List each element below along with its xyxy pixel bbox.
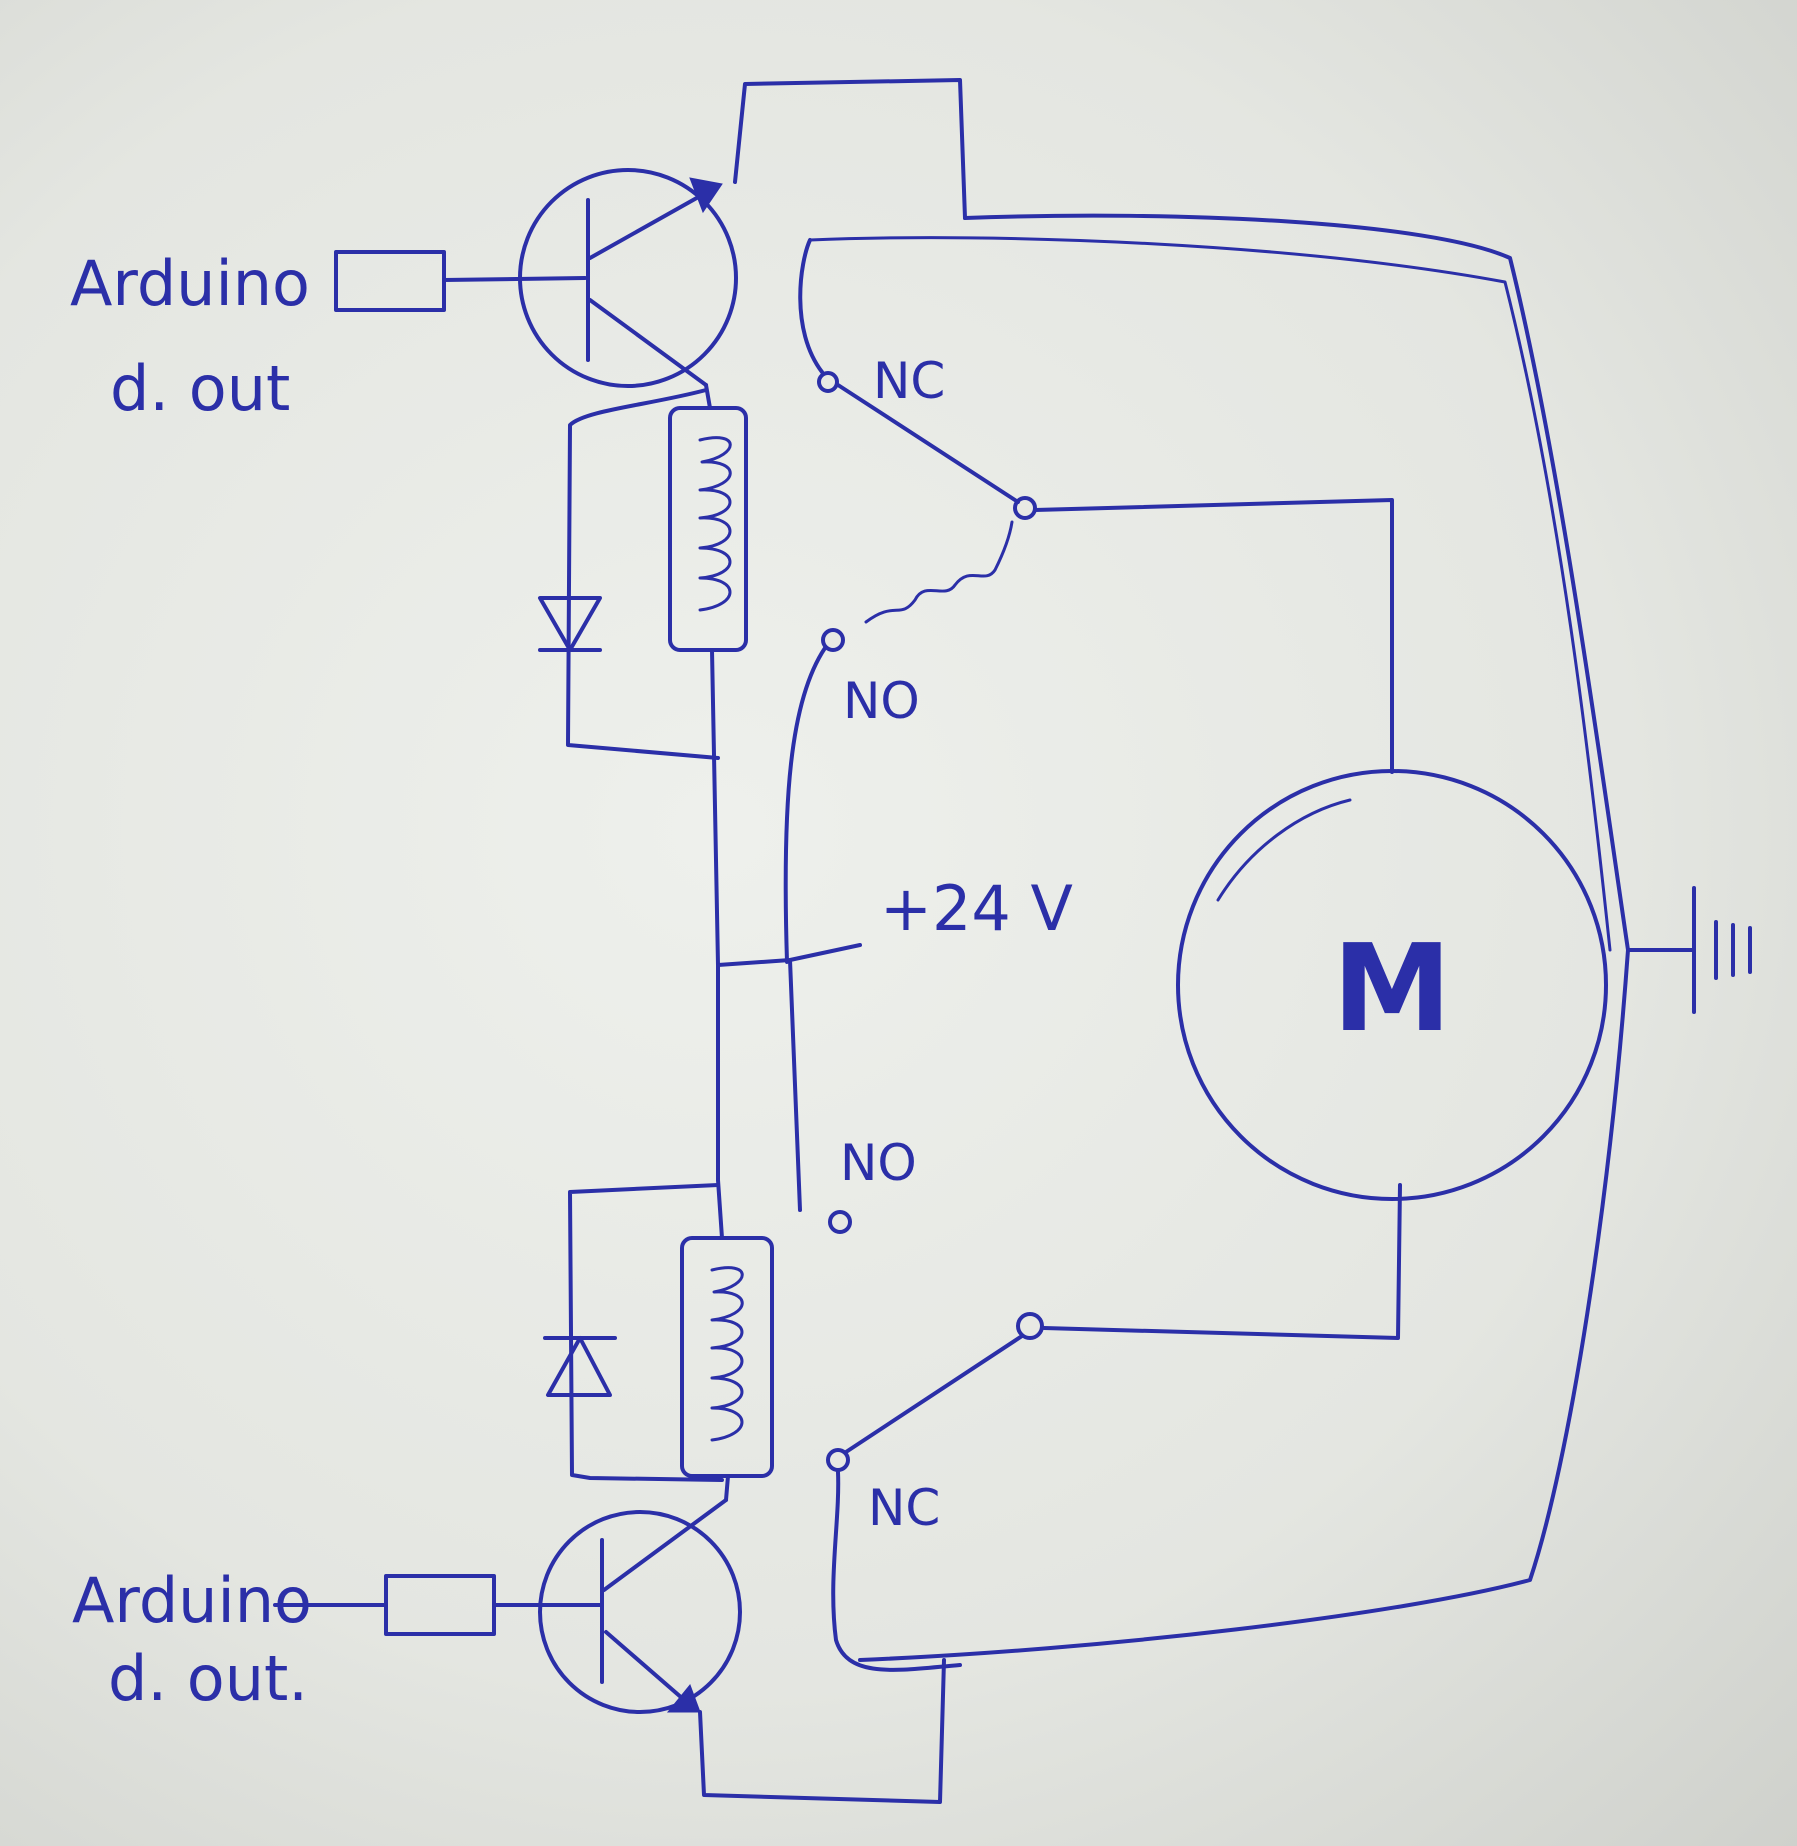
relay2-nc-label: NC [868, 1479, 940, 1537]
relay1-nc-label: NC [873, 352, 945, 410]
relay2-no-label: NO [840, 1134, 917, 1192]
relay2-coil-top-wire [716, 1178, 724, 1240]
relay1-switch-arm [836, 383, 1020, 504]
bottom-transistor [538, 1498, 742, 1714]
relay2-supply-wire [716, 958, 802, 1212]
motor-symbol [1176, 769, 1608, 1201]
top-transistor [518, 168, 738, 388]
top-base-resistor [334, 250, 446, 312]
relay1-no-label: NO [843, 672, 920, 730]
bottom-input-label-line1: Arduino [72, 1564, 312, 1637]
motor-label: M [1332, 920, 1451, 1059]
supply-label: +24 V [880, 872, 1073, 945]
top-input-label-line1: Arduino [70, 247, 310, 320]
relay2-no-terminal [828, 1210, 852, 1234]
battery-symbol [1626, 886, 1752, 1014]
relay2-flyback-diode [543, 1336, 617, 1397]
relay2-coil-bottom-wire [724, 1474, 730, 1502]
relay1-no-terminal [821, 628, 845, 652]
relay2-coil [680, 1236, 774, 1478]
bottom-input-label-line2: d. out. [108, 1642, 308, 1715]
relay1-flyback-diode [538, 596, 602, 652]
relay2-nc-terminal [826, 1448, 850, 1472]
top-emitter-loop-wire [733, 78, 967, 220]
top-input-label-line2: d. out [110, 352, 290, 425]
bottom-emitter-loop-wire [698, 1658, 946, 1804]
motor-bottom-wire [1042, 1183, 1402, 1340]
relay1-coil [668, 406, 748, 652]
supply-wire [716, 646, 862, 967]
relay2-common-terminal [1016, 1312, 1044, 1340]
relay1-diode-wires [566, 388, 720, 760]
relay1-return-spring [864, 520, 1014, 624]
relay2-switch-arm [844, 1334, 1024, 1454]
relay1-nc-wire [798, 238, 824, 374]
ground-bus-wire-upper-return [808, 236, 1612, 952]
relay1-nc-terminal [817, 371, 839, 393]
motor-top-wire [1033, 498, 1394, 774]
bottom-base-resistor [384, 1574, 496, 1636]
relay2-diode-wires [568, 1183, 724, 1482]
top-base-wire [442, 276, 587, 282]
relay1-coil-bottom-wire [710, 648, 720, 967]
relay2-nc-wire [831, 1470, 962, 1672]
